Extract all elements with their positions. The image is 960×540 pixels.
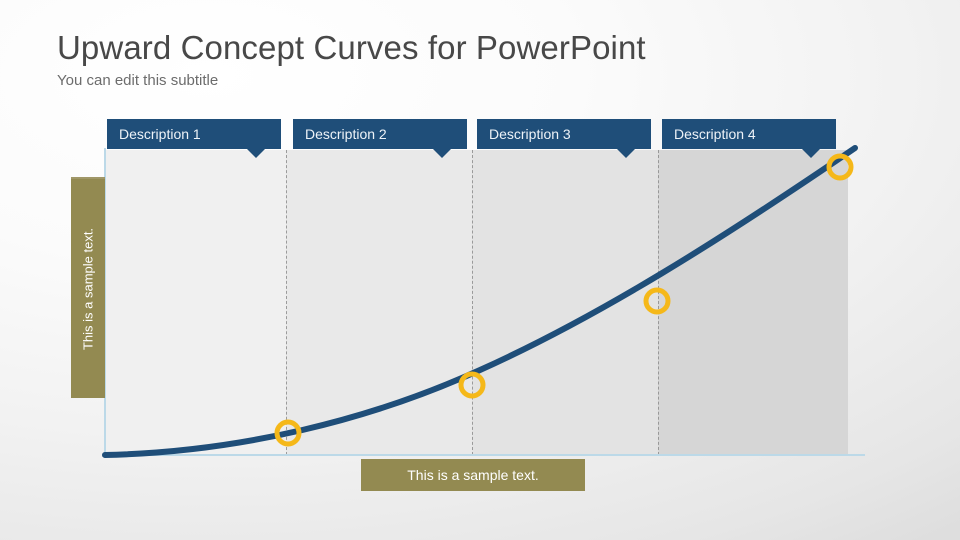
banner-pointer-icon-2: [433, 149, 451, 158]
x-axis-label-box[interactable]: This is a sample text.: [361, 459, 585, 491]
title-block: Upward Concept Curves for PowerPoint You…: [57, 28, 897, 91]
description-banner-3[interactable]: Description 3: [477, 119, 651, 158]
stage-divider-3: [658, 150, 659, 455]
banner-pointer-icon-4: [802, 149, 820, 158]
stage-divider-2: [472, 150, 473, 455]
banner-pointer-icon-1: [247, 149, 265, 158]
x-axis-line: [104, 454, 865, 456]
description-banner-2-label: Description 2: [305, 126, 387, 142]
description-banner-4-label: Description 4: [674, 126, 756, 142]
description-banner-4[interactable]: Description 4: [662, 119, 836, 158]
page-title: Upward Concept Curves for PowerPoint: [57, 29, 646, 66]
stage-panel-2: [286, 150, 472, 455]
description-banner-1-label: Description 1: [119, 126, 201, 142]
stage-panel-3: [472, 150, 658, 455]
description-banner-1[interactable]: Description 1: [107, 119, 281, 158]
description-banner-2[interactable]: Description 2: [293, 119, 467, 158]
chart-plot-area: [105, 150, 848, 455]
y-axis-label-box[interactable]: This is a sample text.: [71, 177, 105, 398]
description-banner-3-label: Description 3: [489, 126, 571, 142]
banner-pointer-icon-3: [617, 149, 635, 158]
page-subtitle: You can edit this subtitle: [57, 72, 219, 89]
stage-panel-4: [658, 150, 848, 455]
stage-panel-1: [105, 150, 286, 455]
y-axis-label-text: This is a sample text.: [80, 227, 96, 350]
stage-divider-1: [286, 150, 287, 455]
